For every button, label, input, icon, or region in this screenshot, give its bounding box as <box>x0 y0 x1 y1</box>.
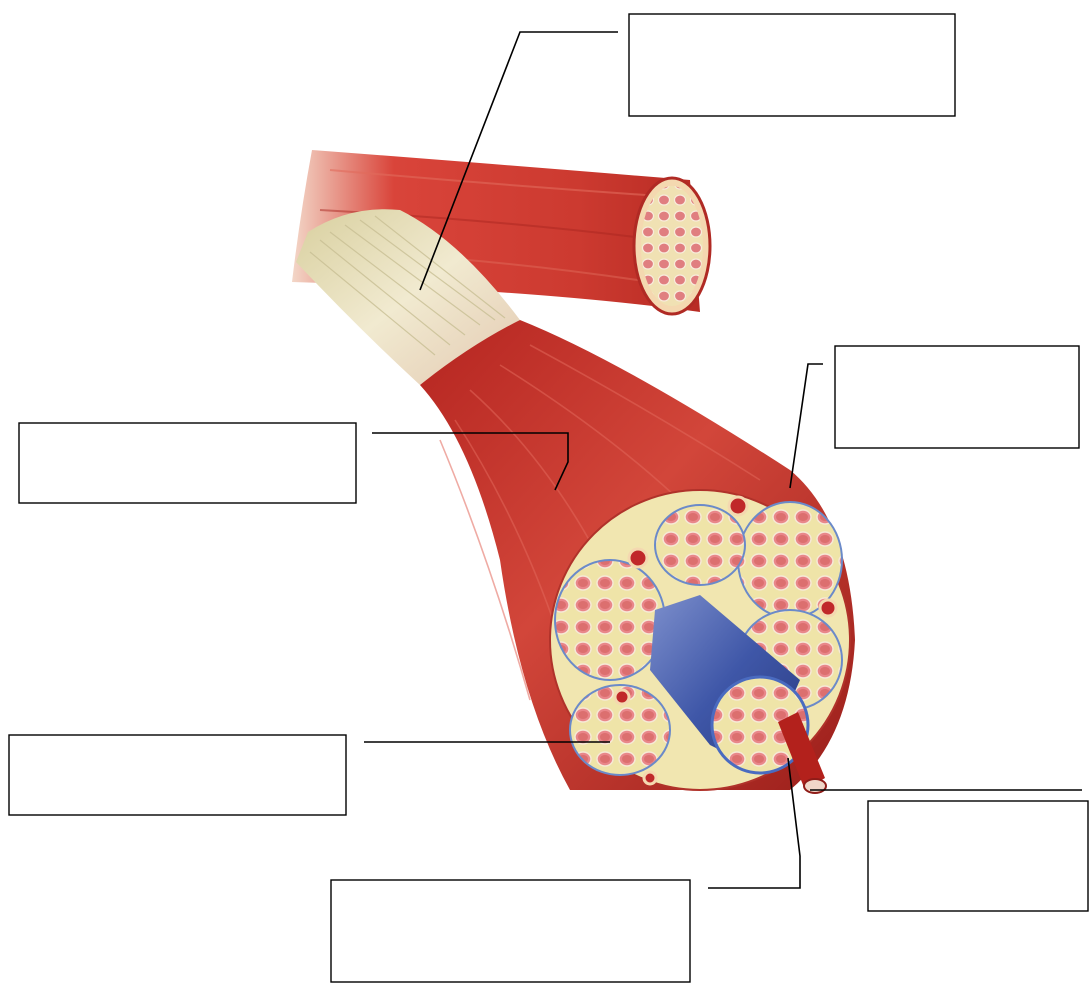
label-box-fascicle <box>9 735 346 815</box>
label-box-nerve <box>331 880 690 982</box>
label-box-tendon <box>629 14 955 116</box>
label-box-epimysium <box>835 346 1079 448</box>
label-box-blood-vessel <box>868 801 1088 911</box>
label-box-muscle-belly <box>19 423 356 503</box>
fascicle <box>555 560 665 680</box>
